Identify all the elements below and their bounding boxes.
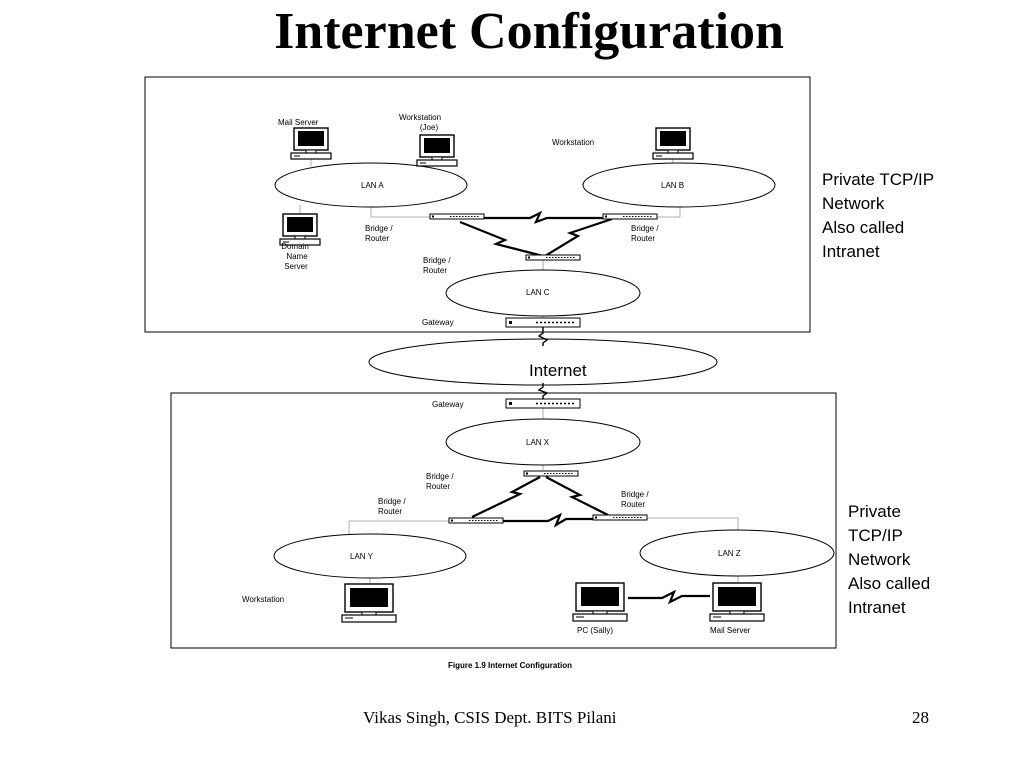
- gateway-label: Gateway: [422, 318, 454, 327]
- dns-computer-icon: [279, 213, 321, 246]
- svg-text:Router: Router: [426, 482, 450, 491]
- bridge-router-label: Bridge /: [365, 224, 393, 233]
- svg-text:Router: Router: [621, 500, 645, 509]
- mail-server-computer-icon: [290, 127, 332, 160]
- workstation-label: Workstation: [552, 138, 594, 147]
- lan-c: [445, 269, 641, 317]
- lan-y-label: LAN Y: [350, 552, 374, 561]
- top-wireless-links: [459, 210, 613, 258]
- top-network-frame: [144, 76, 811, 333]
- lan-b-label: LAN B: [661, 181, 684, 190]
- bridge-router-icon: [448, 517, 504, 524]
- lan-b: [582, 162, 776, 208]
- mail-server-computer-icon: [709, 582, 765, 622]
- lan-z-label: LAN Z: [718, 549, 741, 558]
- svg-text:Name: Name: [286, 252, 308, 261]
- lan-x-label: LAN X: [526, 438, 550, 447]
- internet-links: [537, 327, 549, 399]
- bridge-router-icon: [602, 213, 658, 220]
- pc-sally-label: PC (Sally): [577, 626, 613, 635]
- footer-author: Vikas Singh, CSIS Dept. BITS Pilani: [363, 708, 617, 727]
- bridge-router-icon: [523, 470, 579, 477]
- bridge-router-label: Bridge /: [378, 497, 406, 506]
- bridge-router-label: Bridge /: [426, 472, 454, 481]
- svg-text:Router: Router: [423, 266, 447, 275]
- bottom-network-frame: [170, 392, 837, 649]
- bridge-router-icon: [525, 254, 581, 261]
- lan-c-label: LAN C: [526, 288, 550, 297]
- bridge-router-icon: [429, 213, 485, 220]
- mail-server-label: Mail Server: [278, 118, 319, 127]
- dns-label: Domain: [281, 242, 309, 251]
- bridge-router-label: Bridge /: [423, 256, 451, 265]
- top-network-note: Private TCP/IP Network Also called Intra…: [822, 170, 935, 261]
- lan-a-label: LAN A: [361, 181, 384, 190]
- bottom-network-note: Private TCP/IP Network Also called Intra…: [848, 502, 931, 617]
- lan-a: [274, 162, 468, 208]
- workstation-computer-icon: [341, 583, 397, 623]
- internet-label: Internet: [529, 361, 587, 380]
- svg-text:Server: Server: [284, 262, 308, 271]
- gateway-icon: [505, 317, 581, 328]
- workstation-computer-icon: [652, 127, 694, 160]
- figure-caption: Figure 1.9 Internet Configuration: [448, 661, 572, 670]
- pc-sally-computer-icon: [572, 582, 628, 622]
- gateway-label: Gateway: [432, 400, 464, 409]
- workstation-joe-label: Workstation: [399, 113, 441, 122]
- bridge-router-icon: [592, 514, 648, 521]
- svg-text:Router: Router: [378, 507, 402, 516]
- lan-x: [445, 418, 641, 466]
- lan-y: [273, 533, 467, 579]
- bottom-wireless-links: [471, 476, 710, 605]
- workstation-label: Workstation: [242, 595, 284, 604]
- workstation-joe-computer-icon: [416, 134, 458, 167]
- mail-server-label: Mail Server: [710, 626, 751, 635]
- lan-z: [639, 529, 835, 577]
- bridge-router-label: Bridge /: [631, 224, 659, 233]
- page-number: 28: [912, 708, 929, 727]
- gateway-icon: [505, 398, 581, 409]
- svg-text:(Joe): (Joe): [420, 123, 439, 132]
- svg-text:Router: Router: [365, 234, 389, 243]
- svg-text:Router: Router: [631, 234, 655, 243]
- slide-title: Internet Configuration: [274, 3, 784, 60]
- bridge-router-label: Bridge /: [621, 490, 649, 499]
